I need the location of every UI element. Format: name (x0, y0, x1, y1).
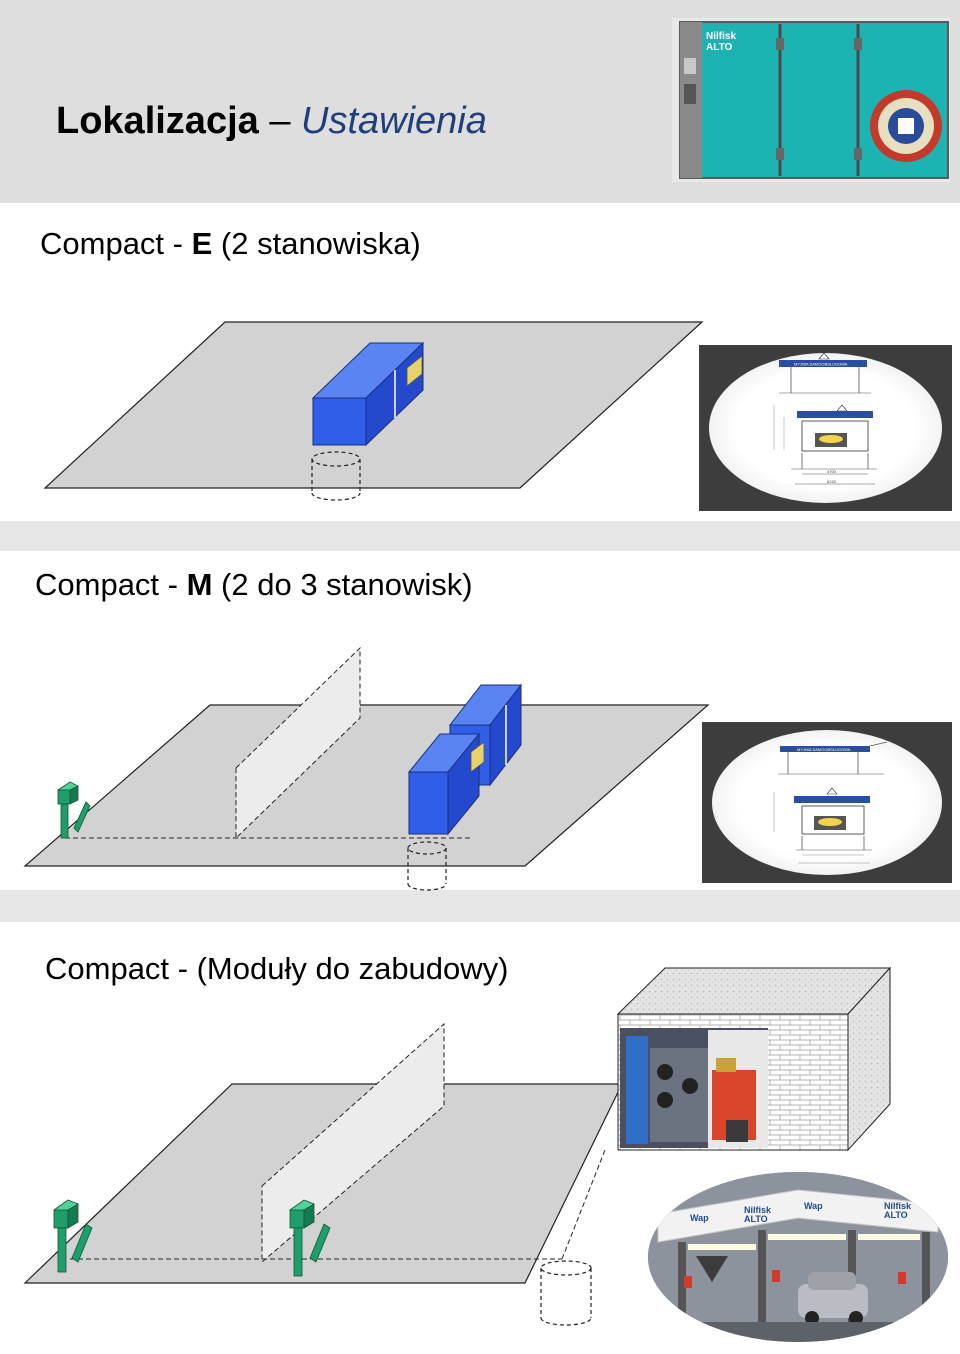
wash-lance-panel (57, 781, 91, 839)
title-italic: Ustawienia (301, 100, 487, 142)
wash-station-illustration (648, 1172, 948, 1342)
separator-band (0, 890, 960, 922)
section-model: E (191, 226, 213, 261)
underground-tank (311, 451, 361, 501)
page-title: Lokalizacja – Ustawienia (56, 100, 487, 143)
machine-brand-line1: Nilfisk (706, 31, 737, 42)
scene-compact-e (43, 321, 704, 501)
title-bold: Lokalizacja (56, 100, 259, 142)
section-title-compact-modules: Compact - (Moduły do zabudowy) (45, 951, 509, 987)
elevation-drawing: MYJNIA SAMOOBSŁUGOWA 4700 6220 (773, 352, 877, 485)
wash-lance-panel (53, 1199, 93, 1273)
wash-station-photo: Wap Nilfisk ALTO Wap Nilfisk ALTO (648, 1172, 948, 1342)
technical-container-front (407, 732, 485, 836)
wash-brand-label: Wap (804, 1201, 823, 1211)
machine-illustration (672, 18, 950, 182)
machine-room-building (616, 966, 892, 1152)
floor-slab (23, 704, 710, 867)
section-prefix: Compact - (45, 951, 197, 986)
section-title-compact-e: Compact - E (2 stanowiska) (40, 226, 421, 262)
plan-banner: MYJNIA SAMOOBSŁUGOWA (794, 362, 848, 367)
wash-brand-label: Nilfisk ALTO (744, 1205, 772, 1224)
wash-brand-label: Wap (690, 1213, 709, 1223)
section-title-compact-m: Compact - M (2 do 3 stanowisk) (35, 567, 473, 603)
title-dash: – (258, 100, 302, 142)
underground-tank (407, 841, 447, 891)
wash-lance-panel (289, 1199, 331, 1277)
machine-photo: Nilfisk ALTO (672, 18, 950, 182)
plan-banner: MYJNIA SAMOOBSŁUGOWA (797, 747, 851, 752)
section-suffix: (2 do 3 stanowisk) (212, 567, 473, 602)
elevation-drawing: MYJNIA SAMOOBSŁUGOWA (773, 741, 888, 864)
machine-brand-line2: ALTO (706, 42, 733, 53)
wash-brand-label: Nilfisk ALTO (884, 1201, 912, 1220)
plan-dimension: 6220 (827, 479, 837, 484)
scene-compact-modules (23, 966, 892, 1326)
plan-drawing-e: MYJNIA SAMOOBSŁUGOWA 4700 6220 (699, 345, 952, 511)
technical-container (311, 341, 425, 447)
separator-band (0, 521, 960, 551)
section-prefix: Compact - (35, 567, 187, 602)
bay-divider-wall (235, 646, 361, 840)
plan-drawing-m: MYJNIA SAMOOBSŁUGOWA (702, 722, 952, 883)
scene-compact-m (23, 646, 710, 891)
section-model: M (186, 567, 213, 602)
section-prefix: Compact - (40, 226, 192, 261)
plan-dimension: 4700 (827, 469, 837, 474)
underground-tank (540, 1260, 592, 1326)
section-suffix: (Moduły do zabudowy) (196, 951, 509, 986)
section-suffix: (2 stanowiska) (212, 226, 421, 261)
